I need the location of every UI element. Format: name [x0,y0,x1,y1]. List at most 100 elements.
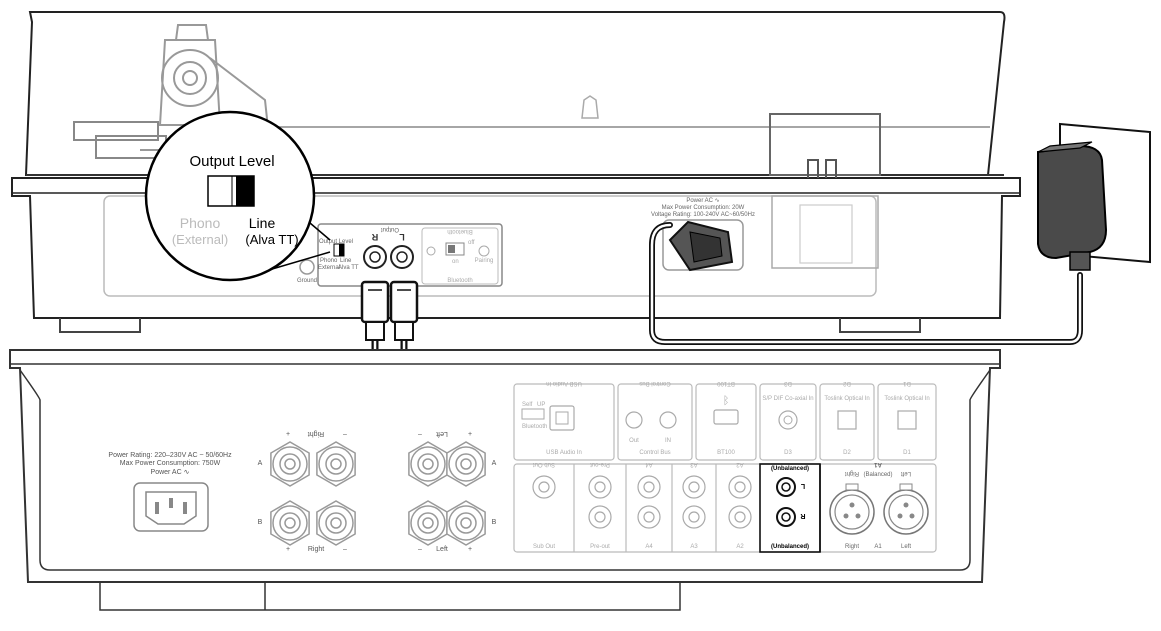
rca-input-jack[interactable] [637,505,661,529]
rca-input-jack[interactable] [532,475,556,499]
hinge-right [769,113,881,176]
r-jack-label: R [371,232,378,242]
speaker-terminals [270,441,486,546]
pre-out-top: Pre-out [590,461,610,467]
tt-power-title: Power AC ∿ [686,198,719,204]
bluetooth-block [421,227,499,285]
xlr-left-jack[interactable] [883,483,929,535]
unbalanced-bottom: (Unbalanced) [771,544,809,550]
output-level-small-label: Output Level [319,239,353,245]
right-bottom-label: Right [308,546,324,553]
pairing-button[interactable] [478,245,490,257]
rca-input-jack[interactable] [682,505,706,529]
control-out-jack[interactable] [659,411,677,429]
plus-1: + [286,546,290,553]
amp-power-section: Power Rating: 220–230V AC ~ 50/60Hz Max … [108,452,232,532]
d2-sub: Toslink Optical In [824,396,869,402]
digital-inputs-panel [513,383,937,553]
ground-terminal[interactable] [299,259,315,275]
usb-audio-in-bottom: USB Audio In [546,450,582,456]
amplifier [9,349,1001,611]
zoom-alva: (Alva TT) [245,232,298,247]
a1-label: A1 [874,544,882,550]
output-panel-label: Output [381,226,399,232]
left-top-label: Left [436,430,448,437]
speaker-a2-label: A [492,460,497,467]
a2-top: A2 [736,461,744,467]
xlr-right-top: Right [845,470,859,476]
d3-sub: S/P DIF Co-axial In [762,396,813,402]
speaker-binding-post[interactable] [446,500,486,546]
a1-top: A1 [874,461,882,467]
pre-out-label: Pre-out [590,544,610,550]
amplifier-body [9,349,1001,583]
bt100-bottom: BT100 [717,450,735,456]
plus-2: + [468,546,472,553]
usb-switch-off: UP [537,402,545,408]
d1-sub: Toslink Optical In [884,396,929,402]
rca-plug-r-turntable [360,280,390,341]
d1-optical-port[interactable] [897,410,917,430]
a3-label: A3 [690,544,698,550]
d1-label: D1 [903,450,911,456]
rca-input-jack[interactable] [728,475,752,499]
rca-input-jack[interactable] [588,505,612,529]
xlr-right-jack[interactable] [829,483,875,535]
speaker-binding-post[interactable] [270,500,310,546]
minus-top-2: – [418,431,422,438]
balanced-label: (Balanced) [863,472,892,478]
external-small-label: External [318,265,340,271]
tt-power-rating: Voltage Rating: 100-240V AC~60/50Hz [651,212,755,218]
spindle-icon [581,95,599,119]
a2-r-label: R [800,512,805,519]
amp-power-ac: Power AC ∿ [151,469,190,476]
d2-optical-port[interactable] [837,410,857,430]
rca-input-jack[interactable] [682,475,706,499]
ground-label: Ground [297,278,317,284]
turntable-output-panel: Output Output Level Phono External Line … [297,223,503,287]
zoom-line: Line [249,215,276,231]
speaker-binding-post[interactable] [316,500,356,546]
bt100-top: BT100 [717,380,735,386]
d3-label: D3 [784,450,792,456]
rca-input-jack[interactable] [637,475,661,499]
tt-power-max: Max Power Consumption: 20W [662,205,745,211]
xlr-left-top: Left [901,470,911,476]
amp-power-max: Max Power Consumption: 750W [120,460,221,467]
d2-top: D2 [843,380,851,386]
speaker-binding-post[interactable] [446,441,486,487]
speaker-binding-post[interactable] [270,441,310,487]
xlr-left-label: Left [901,544,911,550]
bt-on-label: on [452,259,459,265]
control-bus-bottom: Control Bus [639,450,670,456]
d3-top: D3 [784,380,792,386]
usb-switch-self: Self [522,402,533,408]
pairing-label: Pairing [475,258,494,264]
speaker-a-label: A [258,460,263,467]
rca-input-jack[interactable] [728,505,752,529]
bluetooth-icon: ᛒ [723,395,730,407]
power-cable [649,222,1083,345]
control-in-jack[interactable] [625,411,643,429]
minus-2: – [418,546,422,553]
sub-out-top: Sub Out [533,461,555,467]
d1-top: D1 [903,380,911,386]
left-bottom-label: Left [436,546,448,553]
rca-plug-l-turntable [389,280,419,341]
bt-off-label: off [468,240,475,246]
speaker-binding-post[interactable] [408,500,448,546]
speaker-binding-post[interactable] [316,441,356,487]
zoom-title: Output Level [189,153,274,170]
usb-bt-switch[interactable] [521,408,545,420]
rca-input-jack[interactable] [588,475,612,499]
bluetooth-top-label: Bluetooth [447,228,472,234]
bt100-usb-port[interactable] [713,409,739,425]
a2-label: A2 [736,544,744,550]
zoom-phono: Phono [180,215,221,231]
phono-small-label: Phono [320,258,338,264]
alvatt-small-label: Alva TT [338,265,359,271]
plus-top-1: + [286,431,290,438]
plus-top-2: + [468,431,472,438]
usb-audio-in-top: USB Audio In [546,380,582,386]
